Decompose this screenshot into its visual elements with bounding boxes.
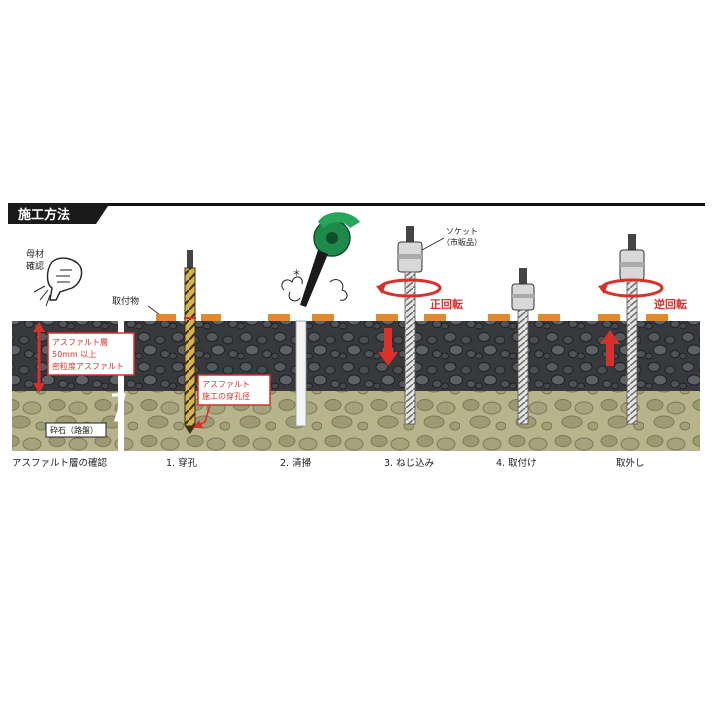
reverse-rotation-label: 逆回転: [654, 297, 687, 311]
panel-separators: [112, 318, 127, 454]
blower-icon: [300, 212, 360, 307]
socket-label-1: ソケット: [446, 227, 478, 236]
hole-note-1: アスファルト: [202, 380, 250, 389]
step-2-caption: 2. 清掃: [280, 457, 311, 469]
header-bar: 施工方法: [8, 203, 705, 224]
panel-fixing: [488, 268, 560, 425]
step-captions: アスファルト層の確認 1. 穿孔 2. 清掃 3. ねじ込み 4. 取付け 取外…: [12, 457, 645, 469]
forward-rotation-label: 正回転: [430, 297, 463, 311]
inspect-label-1: 母材: [26, 248, 44, 260]
panel-asphalt-check: 母材 確認 アスファルト層 50mm 以上 密粒度アスファルト 砕石（路盤）: [26, 248, 135, 438]
attachment-plate-left: [156, 314, 176, 321]
anchor-bolt: [517, 309, 529, 425]
drill-bit: [184, 267, 196, 427]
inspect-label-2: 確認: [26, 260, 44, 272]
panel-screwing: ソケット （市販品） 正回転: [376, 226, 482, 425]
hole-note-box: [197, 374, 271, 406]
asphalt-note-2: 50mm 以上: [52, 350, 96, 359]
hole-note-2: 施工の穿孔径: [202, 391, 250, 401]
attachment-label: 取付物: [112, 295, 139, 307]
hole: [295, 320, 307, 427]
step-0-caption: アスファルト層の確認: [12, 457, 108, 469]
panel-drilling: 取付物 アスファルト 施工の穿孔径: [112, 250, 271, 434]
drill-shank: [187, 250, 193, 270]
step-1-caption: 1. 穿孔: [166, 457, 198, 469]
asphalt-note-3: 密粒度アスファルト: [52, 361, 124, 371]
anchor-bolt: [404, 271, 416, 425]
step-3-caption: 3. ねじ込み: [384, 458, 434, 469]
asphalt-note-1: アスファルト層: [52, 338, 108, 347]
panel-removal: 逆回転: [598, 234, 687, 425]
gravel-layer: [12, 391, 700, 451]
gravel-label: 砕石（路盤）: [50, 425, 98, 435]
anchor-bolt: [626, 279, 638, 425]
section-title: 施工方法: [18, 207, 70, 223]
step-4-caption: 4. 取付け: [496, 458, 537, 469]
socket-label-2: （市販品）: [442, 237, 482, 247]
asphalt-note-box: [47, 332, 135, 376]
pointing-hand-icon: [33, 257, 83, 307]
attachment-plate-right: [201, 314, 221, 321]
panel-cleaning: ＊: [268, 212, 360, 427]
arrow-down-icon: [378, 328, 398, 366]
svg-text:＊: ＊: [292, 269, 301, 279]
step-5-caption: 取外し: [616, 457, 645, 469]
arrow-up-icon: [600, 330, 620, 366]
